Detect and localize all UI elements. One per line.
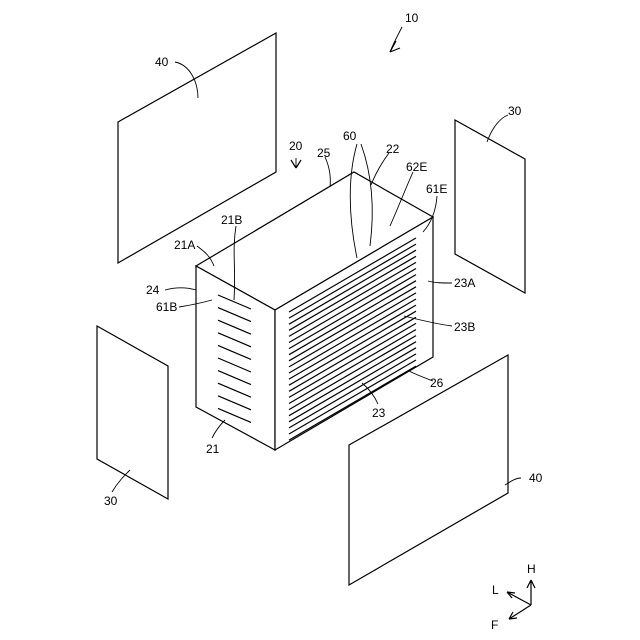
label-30-right-top: 30 [508,104,522,118]
label-25: 25 [317,146,331,160]
axis-l-label: L [492,583,499,597]
label-23: 23 [372,406,386,420]
label-26: 26 [430,376,444,390]
label-23A: 23A [454,276,475,290]
label-23B: 23B [454,320,475,334]
label-62E: 62E [406,160,427,174]
panel-40-top-left [118,33,276,263]
label-21: 21 [206,442,220,456]
label-40-bottom-right: 40 [529,471,543,485]
label-10: 10 [405,11,419,25]
label-40-top-left: 40 [155,55,169,69]
axis-h-icon [527,580,535,605]
axis-h-label: H [527,562,536,576]
panel-30-right-top [455,120,525,293]
label-30-left-bottom: 30 [104,494,118,508]
label-22: 22 [386,142,400,156]
axis-f-icon [509,605,531,619]
orientation-axes: H L F [491,562,536,632]
axis-l-icon [507,592,531,605]
label-24: 24 [146,283,160,297]
arrow-10 [390,41,400,52]
label-21B: 21B [221,213,242,227]
label-61E: 61E [426,182,447,196]
label-61B: 61B [156,300,177,314]
label-60: 60 [343,129,357,143]
label-20: 20 [289,139,303,153]
label-21A: 21A [174,238,195,252]
axis-f-label: F [491,618,498,632]
panel-30-left-bottom [97,326,168,499]
